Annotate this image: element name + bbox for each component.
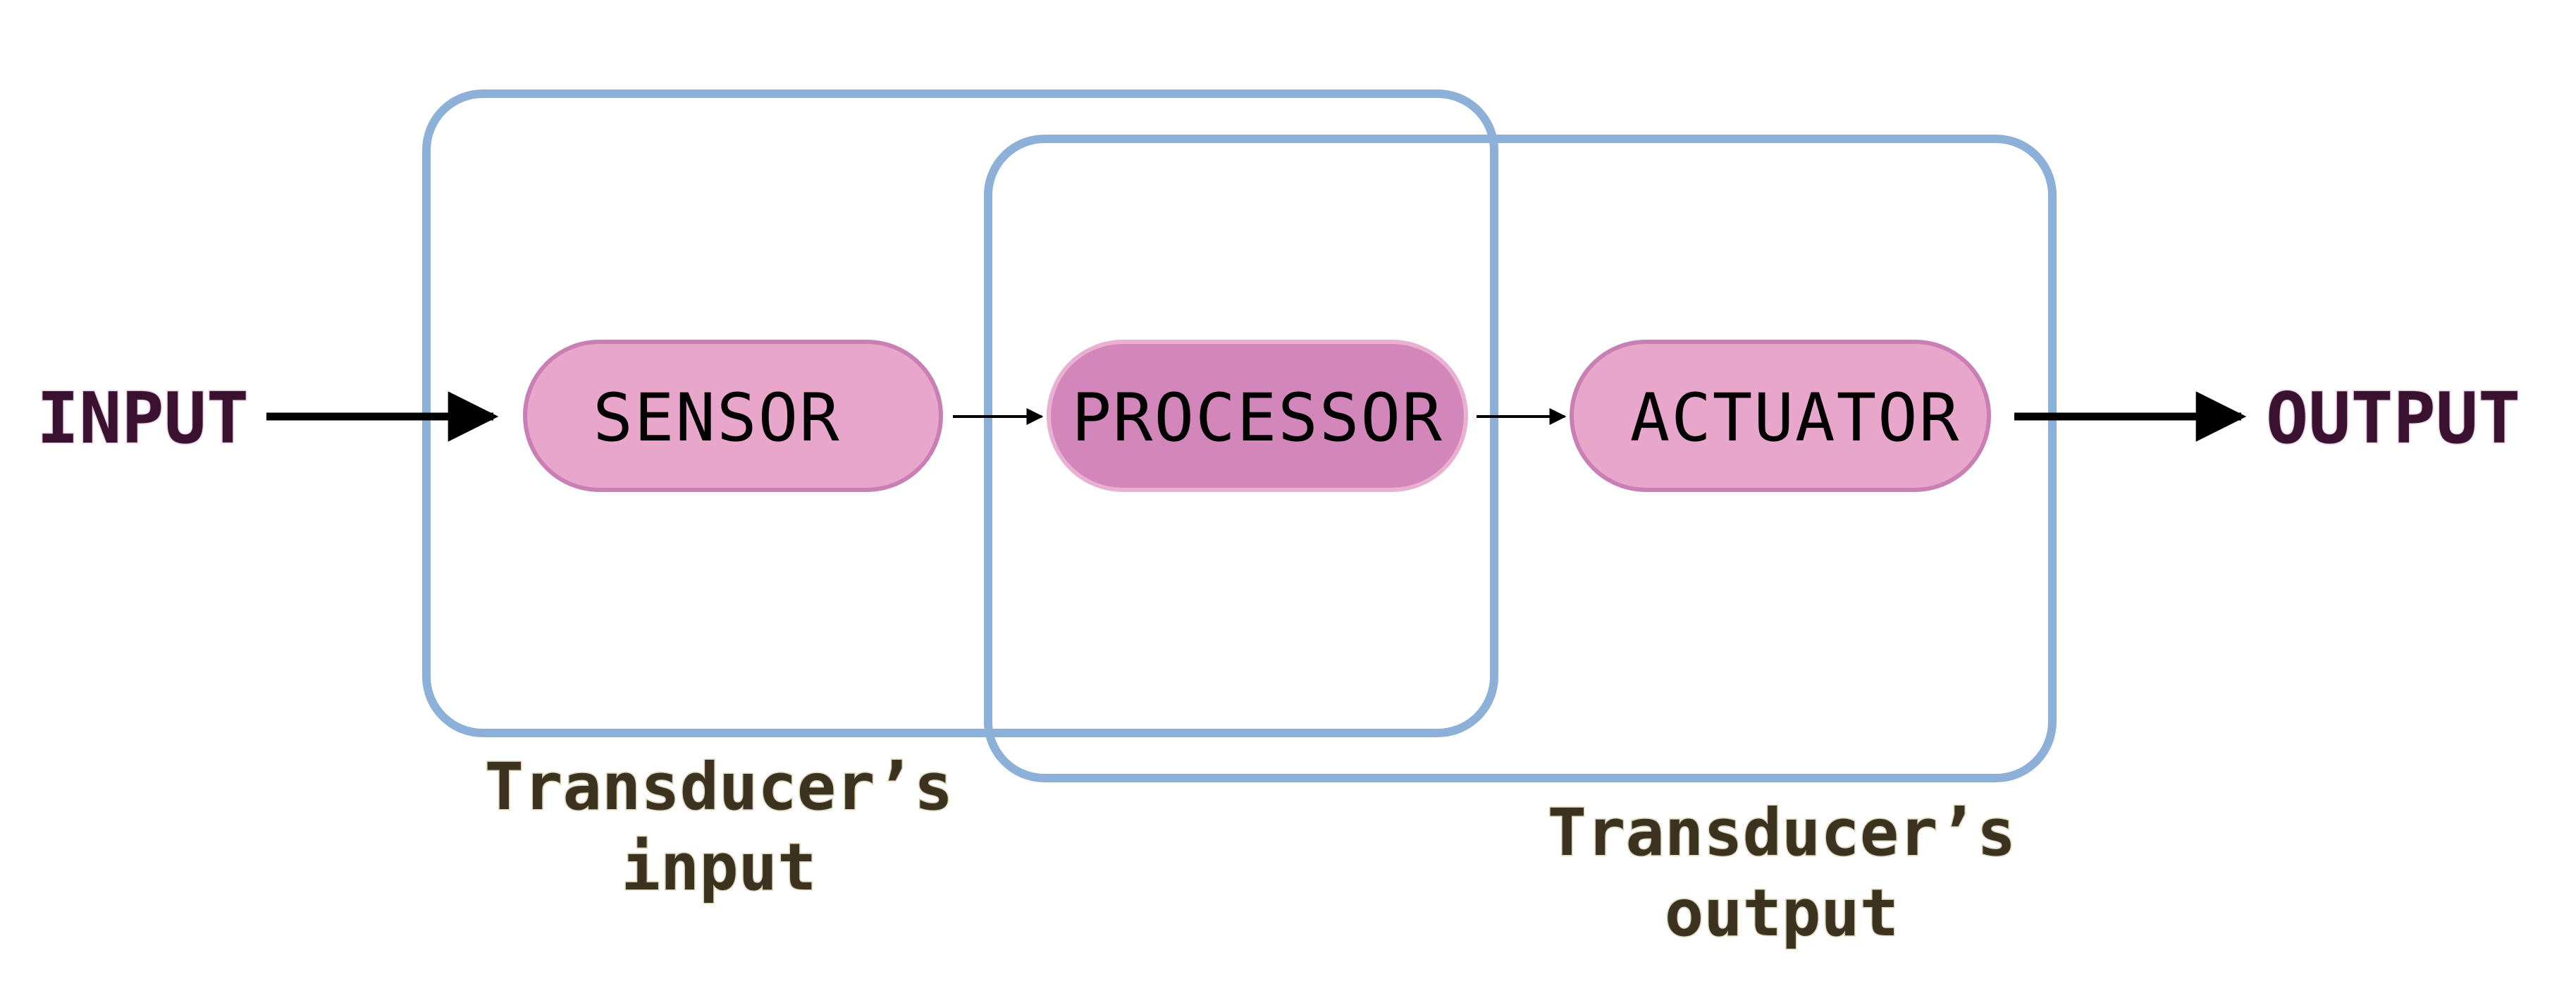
- actuator-label: ACTUATOR: [1630, 380, 1961, 457]
- input-label: INPUT: [37, 377, 249, 460]
- transducer-output-caption-line2: output: [1665, 875, 1899, 951]
- actuator-pill: [1570, 340, 1991, 492]
- processor-label: PROCESSOR: [1071, 380, 1443, 457]
- transducer-input-caption: Transducer’s input: [483, 748, 954, 906]
- sensor-node: SENSOR: [523, 340, 943, 492]
- processor-node: PROCESSOR: [1047, 340, 1468, 492]
- sensor-pill: [523, 340, 943, 492]
- transducer-input-caption-line1: Transducer’s: [485, 749, 954, 825]
- transducer-output-caption-line1: Transducer’s: [1548, 795, 2016, 870]
- processor-pill: [1047, 340, 1468, 492]
- output-label: OUTPUT: [2266, 377, 2520, 460]
- transducer-output-group: [984, 135, 2057, 782]
- actuator-node: ACTUATOR: [1570, 340, 1991, 492]
- transducer-input-caption-line2: input: [622, 830, 817, 905]
- transducer-output-caption: Transducer’s output: [1546, 794, 2017, 952]
- sensor-label: SENSOR: [593, 380, 841, 457]
